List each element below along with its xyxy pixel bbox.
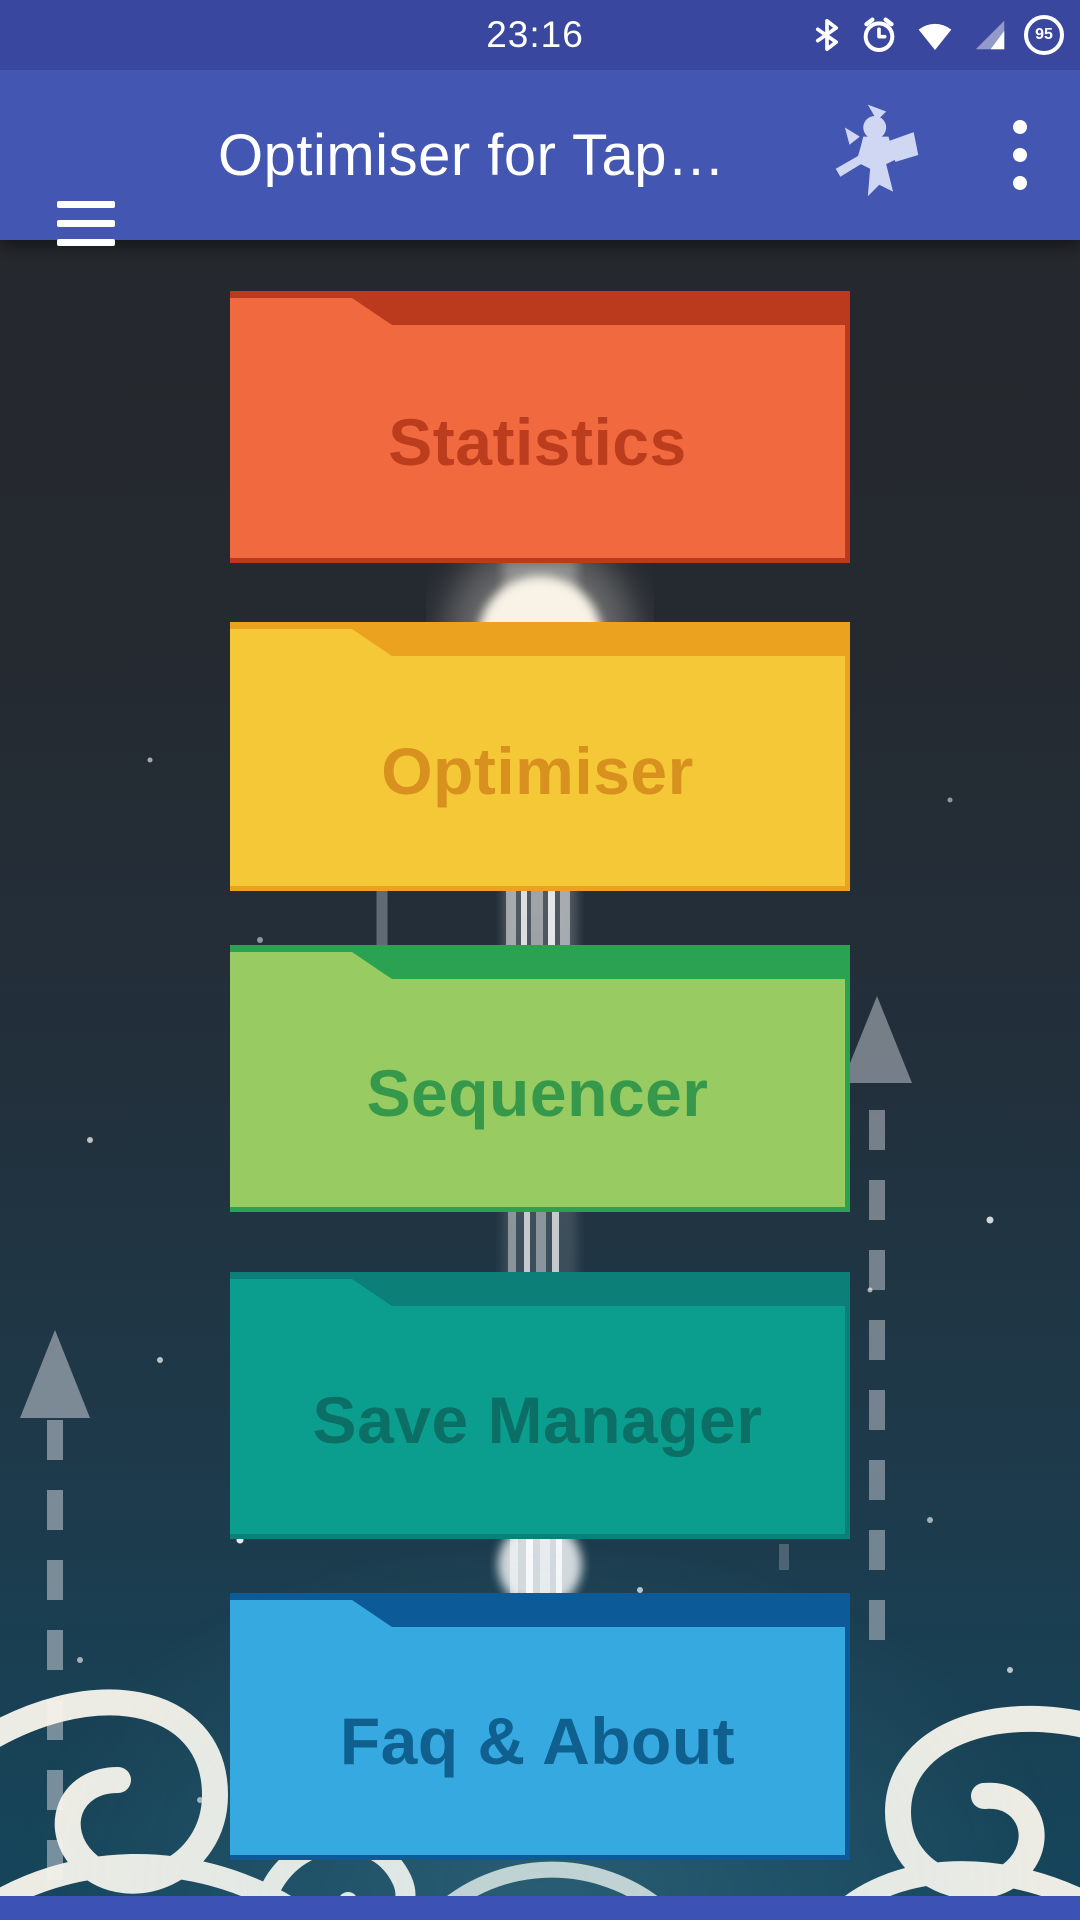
character-icon[interactable] (822, 98, 932, 212)
menu-button-body (230, 1279, 845, 1534)
hamburger-bar (57, 201, 115, 208)
menu-button-body (230, 629, 845, 886)
hamburger-bar (57, 220, 115, 227)
alarm-icon (863, 17, 895, 53)
hamburger-bar (57, 239, 115, 246)
app-title: Optimiser for Tap… (218, 122, 726, 188)
status-bar: 23:16 95 (0, 0, 1080, 70)
menu-button-body (230, 952, 845, 1207)
overflow-dot (1013, 148, 1027, 162)
hamburger-menu-icon[interactable] (57, 201, 115, 246)
menu-button-label: Statistics (388, 404, 687, 479)
signal-strength-icon (975, 20, 1005, 50)
menu-button-optimiser[interactable]: Optimiser (230, 622, 850, 891)
navigation-bar (0, 1896, 1080, 1920)
menu-button-label: Optimiser (381, 734, 694, 808)
overflow-menu-icon[interactable] (1012, 120, 1028, 190)
status-icons: 95 (810, 0, 1064, 70)
status-time: 23:16 (486, 14, 584, 55)
menu-button-faq-about[interactable]: Faq & About (230, 1593, 850, 1860)
overflow-dot (1013, 176, 1027, 190)
wifi-icon (918, 23, 952, 50)
menu-button-body (230, 1600, 845, 1855)
overflow-dot (1013, 120, 1027, 134)
menu-button-label: Faq & About (339, 1704, 736, 1778)
menu-button-label: Sequencer (366, 1056, 709, 1130)
app-bar: Optimiser for Tap… (0, 70, 1080, 246)
menu-button-statistics[interactable]: Statistics (230, 291, 850, 563)
bluetooth-icon (815, 18, 839, 52)
menu-button-save-manager[interactable]: Save Manager (230, 1272, 850, 1539)
battery-icon: 95 (1024, 15, 1064, 55)
menu-button-sequencer[interactable]: Sequencer (230, 945, 850, 1212)
menu-button-label: Save Manager (312, 1383, 763, 1457)
menu-button-body (230, 298, 845, 558)
battery-level-text: 95 (1035, 26, 1053, 43)
